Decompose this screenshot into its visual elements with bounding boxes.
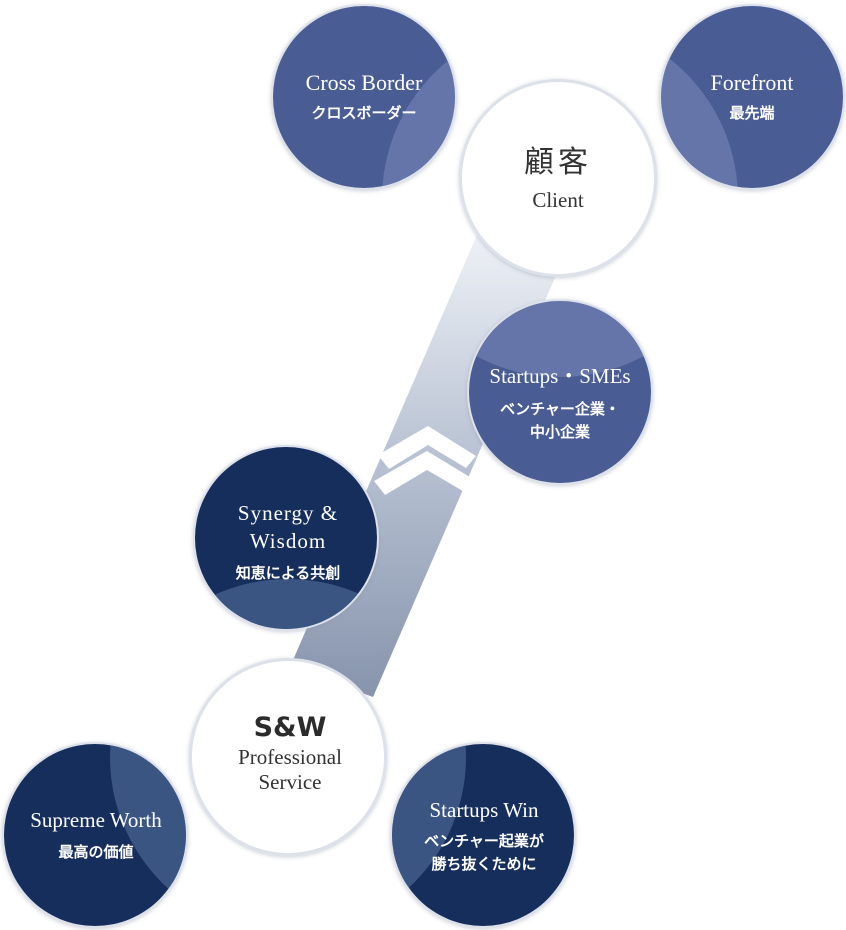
client-title-ja: 顧客 <box>524 146 592 179</box>
node-client <box>459 79 657 277</box>
sw-line2: Service <box>259 770 322 794</box>
startups-win-en: Startups Win <box>429 798 539 822</box>
forefront-ja: 最先端 <box>729 104 774 122</box>
node-cross-border <box>271 4 457 190</box>
synergy-en2: Wisdom <box>250 529 326 553</box>
cross-border-ja: クロスボーダー <box>311 104 416 122</box>
chevron-arrow-icon <box>374 426 478 495</box>
startups-win-ja1: ベンチャー起業が <box>424 832 545 850</box>
supreme-worth-en: Supreme Worth <box>30 808 162 832</box>
node-forefront <box>659 4 845 190</box>
node-startups-smes <box>467 299 653 485</box>
startups-smes-ja1: ベンチャー企業・ <box>500 400 620 418</box>
startups-smes-ja2: 中小企業 <box>530 423 591 441</box>
sw-brand: S&W <box>254 712 327 743</box>
node-startups-win <box>390 742 576 928</box>
client-title-en: Client <box>532 188 583 212</box>
synergy-en1: Synergy & <box>238 501 338 525</box>
node-supreme-worth <box>2 742 188 928</box>
sw-line1: Professional <box>238 745 342 769</box>
node-synergy-wisdom <box>193 445 379 631</box>
cross-border-en: Cross Border <box>306 70 423 95</box>
startups-smes-en: Startups・SMEs <box>489 364 630 388</box>
supreme-worth-ja: 最高の価値 <box>58 843 133 861</box>
node-sw-professional-service <box>189 658 387 856</box>
forefront-en: Forefront <box>710 70 793 95</box>
startups-win-ja2: 勝ち抜くために <box>431 855 536 873</box>
synergy-ja: 知恵による共創 <box>236 564 341 582</box>
